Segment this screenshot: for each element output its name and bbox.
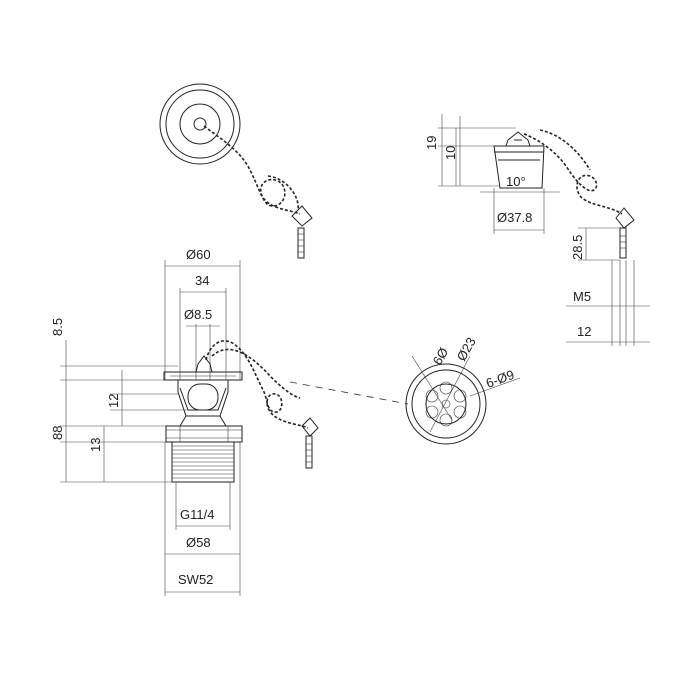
section-leader-line: [289, 381, 409, 405]
dim-diameter-37-8: Ø37.8: [497, 210, 532, 225]
dim-holes-6-9: 6-Ø9: [484, 367, 516, 391]
dim-diameter-60: Ø60: [186, 247, 211, 262]
dim-diameter-58: Ø58: [186, 535, 211, 550]
dim-12-left: 12: [106, 394, 121, 408]
dim-12-right: 12: [577, 324, 591, 339]
plug-side-view: [438, 114, 650, 346]
dim-m5: M5: [573, 289, 591, 304]
dim-88: 88: [50, 426, 65, 440]
dim-10: 10: [443, 146, 458, 160]
dim-34: 34: [195, 273, 209, 288]
grate-view: [405, 355, 521, 445]
dim-angle: 10°: [506, 174, 526, 189]
dim-thread-g11-4: G11/4: [180, 507, 214, 522]
dim-sw52: SW52: [178, 572, 213, 587]
dim-diameter-8-5: Ø8.5: [184, 307, 212, 322]
dim-13: 13: [88, 438, 103, 452]
dim-8-5: 8.5: [50, 318, 65, 336]
dim-28-5: 28.5: [570, 235, 585, 260]
waste-body: [60, 260, 319, 596]
dim-diameter-23: Ø23: [454, 335, 479, 364]
plug-top-view: [159, 83, 313, 259]
dim-19: 19: [424, 136, 439, 150]
